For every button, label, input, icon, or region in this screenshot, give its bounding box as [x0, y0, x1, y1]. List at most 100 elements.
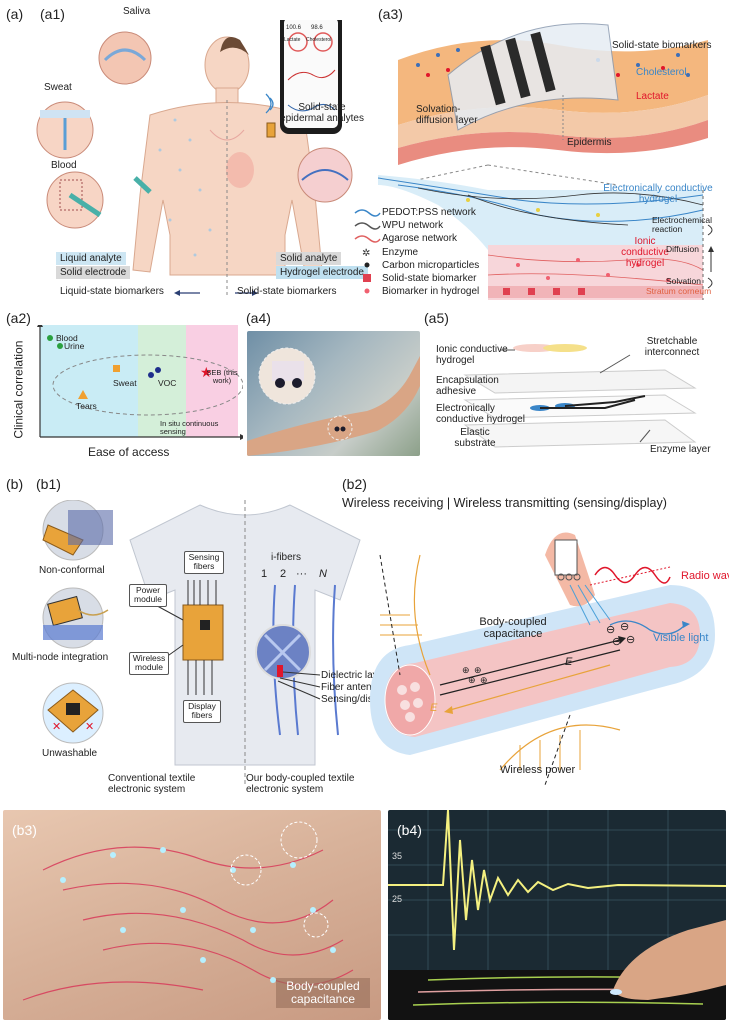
liquid-analyte-tag: Liquid analyte [56, 252, 126, 265]
panel-label-a: (a) [6, 6, 24, 22]
panel-label-a1: (a1) [40, 6, 65, 22]
dielectric-layer-label: Dielectric layer [321, 670, 387, 681]
sensing-fibers-box: Sensing fibers [184, 551, 224, 574]
a5-substrate-label: Elastic substrate [454, 427, 496, 449]
b1-problem-illustrations: ✕ ✕ [42, 500, 113, 744]
diffusion-label: Diffusion [666, 244, 699, 254]
panel-label-a5: (a5) [424, 310, 449, 326]
svg-text:⊖: ⊖ [606, 624, 615, 636]
a5-encapsulation-label: Encapsulation adhesive [436, 375, 499, 397]
b4-tick-25: 25 [392, 894, 403, 904]
a2-blood: Blood [56, 333, 78, 343]
legend-wpu: WPU network [382, 220, 444, 231]
electronically-conductive-hydrogel-label: Electronically conductive hydrogel [603, 183, 713, 205]
solid-state-epidermal-label: Solid-state epidermal analytes [280, 102, 364, 124]
a2-chart: ★ [37, 325, 243, 440]
a3-legend-symbols: ✲ [354, 209, 381, 294]
sensing-display-layer-label: Sensing/display layer [321, 694, 416, 705]
svg-text:⊕: ⊕ [480, 675, 488, 685]
b3-caption: Body-coupled capacitance [276, 978, 370, 1009]
svg-text:⊕: ⊕ [474, 665, 482, 675]
body-coupled-capacitance-label: Body-coupled capacitance [479, 616, 547, 641]
svg-text:⊖: ⊖ [612, 636, 621, 648]
liquid-state-biomarkers-label: Liquid-state biomarkers [60, 286, 164, 297]
solvation-label: Solvation [666, 276, 701, 286]
a2-sweat: Sweat [113, 378, 137, 388]
a2-voc: VOC [158, 378, 177, 388]
svg-text:⊕: ⊕ [462, 665, 470, 675]
svg-text:⊖: ⊖ [620, 621, 629, 633]
hydrogel-electrode-tag: Hydrogel electrode [276, 266, 368, 279]
saliva-label: Saliva [123, 6, 151, 17]
a2-xlabel: Ease of access [88, 445, 170, 459]
solid-analyte-tag: Solid analyte [276, 252, 342, 265]
panel-label-b4: (b4) [397, 822, 422, 838]
a3-skin-illustration [378, 23, 714, 300]
fiber-number-2: 2 [280, 568, 287, 580]
solid-electrode-tag: Solid electrode [56, 266, 131, 279]
body-coupled-system-label: Our body-coupled textile electronic syst… [246, 773, 355, 795]
conventional-system-label: Conventional textile electronic system [108, 773, 196, 795]
a2-zone-label: In situ continuous sensing [160, 419, 219, 437]
svg-text:⊕: ⊕ [468, 675, 476, 685]
phone-caption-2: Cholesterol [306, 37, 332, 43]
a2-tears: Tears [76, 401, 97, 411]
svg-text:✕: ✕ [52, 721, 61, 733]
non-conformal-label: Non-conformal [39, 565, 105, 576]
panel-label-a3: (a3) [378, 6, 403, 22]
b4-oscilloscope-photo [388, 810, 726, 1020]
cholesterol-label: Cholesterol [636, 67, 687, 78]
svg-text:✲: ✲ [362, 248, 370, 259]
a5-ionic-label: Ionic conductive hydrogel [436, 344, 508, 366]
a1-body-illustration [36, 20, 353, 296]
fiber-number-dots: ··· [296, 568, 307, 580]
a5-interconnect-label: Stretchable interconnect [644, 336, 700, 358]
svg-text:✕: ✕ [85, 721, 94, 733]
solid-state-biomarkers-label: Solid-state biomarkers [237, 286, 337, 297]
wireless-module-box: Wireless module [129, 652, 169, 675]
blood-label: Blood [51, 160, 77, 171]
unwashable-label: Unwashable [42, 748, 98, 759]
panel-label-b3: (b3) [12, 822, 37, 838]
a4-arm-photo [247, 331, 420, 456]
b4-tick-35: 35 [392, 851, 403, 861]
legend-biomarker-hydrogel: Biomarker in hydrogel [382, 286, 480, 297]
stratum-corneum-label: Stratum corneum [646, 286, 712, 296]
a5-enzyme-layer-label: Enzyme layer [650, 444, 711, 455]
phone-value-2: 98.6 [311, 25, 323, 31]
a2-ylabel: Clinical correlation [11, 340, 26, 439]
a5-electronic-hydrogel-label: Electronically conductive hydrogel [436, 403, 525, 425]
a2-seb: SEB (this work) [206, 368, 238, 386]
a3-solid-state-biomarkers-label: Solid-state biomarkers [612, 40, 712, 51]
sweat-label: Sweat [44, 82, 72, 93]
panel-label-b: (b) [6, 476, 24, 492]
legend-pedot: PEDOT:PSS network [382, 207, 476, 218]
fiber-antenna-label: Fiber antenna [321, 682, 383, 693]
a2-urine: Urine [64, 341, 85, 351]
legend-enzyme: Enzyme [382, 247, 419, 258]
legend-solid-biomarker: Solid-state biomarker [382, 273, 477, 284]
wireless-power-label: Wireless power [500, 764, 576, 776]
legend-agarose: Agarose network [382, 233, 458, 244]
multi-node-label: Multi-node integration [12, 652, 109, 663]
b2-fiber-illustration: ⊕⊕⊕⊕ ⊖⊖⊖⊖ [370, 532, 715, 786]
b1-tshirt-illustration [129, 500, 361, 785]
a5-exploded-view [463, 344, 697, 448]
radio-wave-label: Radio wave [681, 570, 729, 582]
fiber-number-n: N [319, 568, 327, 580]
electrochemical-reaction-label: Electrochemical reaction [652, 215, 712, 235]
power-module-box: Power module [129, 584, 167, 607]
visible-light-label: Visible light [653, 632, 709, 644]
i-fibers-label: i-fibers [271, 552, 302, 563]
svg-text:⊖: ⊖ [626, 634, 635, 646]
field-in-label: E [565, 656, 573, 668]
phone-value-1: 100.6 [286, 25, 302, 31]
lactate-label: Lactate [636, 91, 669, 102]
display-fibers-box: Display fibers [183, 700, 221, 723]
ionic-conductive-hydrogel-label: Ionic conductive hydrogel [621, 236, 669, 269]
field-out-label: E [430, 702, 438, 714]
fiber-number-1: 1 [261, 568, 268, 580]
phone-caption-1: Lactate [284, 37, 301, 43]
solvation-diffusion-label: Solvation-diffusion layer [416, 104, 478, 126]
panel-label-b2: (b2) [342, 476, 367, 492]
